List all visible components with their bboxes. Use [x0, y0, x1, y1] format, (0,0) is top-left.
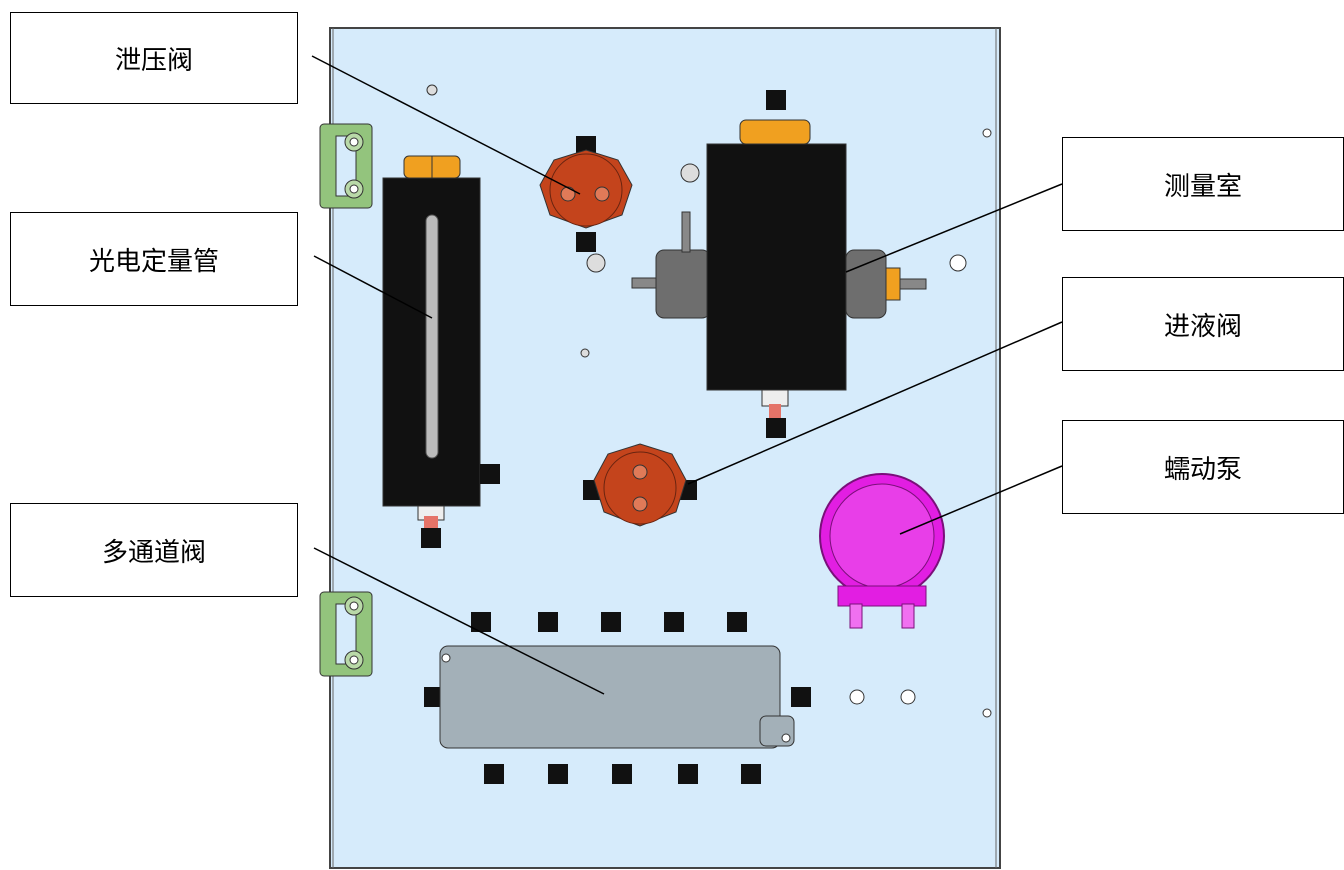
relief-valve — [539, 136, 633, 252]
hinge-top — [319, 123, 373, 209]
label-multi-channel-valve: 多通道阀 — [10, 503, 298, 597]
inlet-valve — [583, 443, 697, 527]
peristaltic-pump — [819, 473, 945, 629]
panel-holes — [426, 84, 992, 718]
measuring-chamber — [631, 90, 927, 438]
hinge-bottom — [319, 591, 373, 677]
label-peristaltic-pump: 蠕动泵 — [1062, 420, 1344, 514]
photo-metering-tube — [382, 155, 500, 548]
label-inlet-valve: 进液阀 — [1062, 277, 1344, 371]
leader-lines — [311, 55, 1063, 695]
multi-channel-valve — [424, 612, 811, 784]
label-photo-metering-tube: 光电定量管 — [10, 212, 298, 306]
label-relief-valve: 泄压阀 — [10, 12, 298, 104]
label-measuring-chamber: 测量室 — [1062, 137, 1344, 231]
